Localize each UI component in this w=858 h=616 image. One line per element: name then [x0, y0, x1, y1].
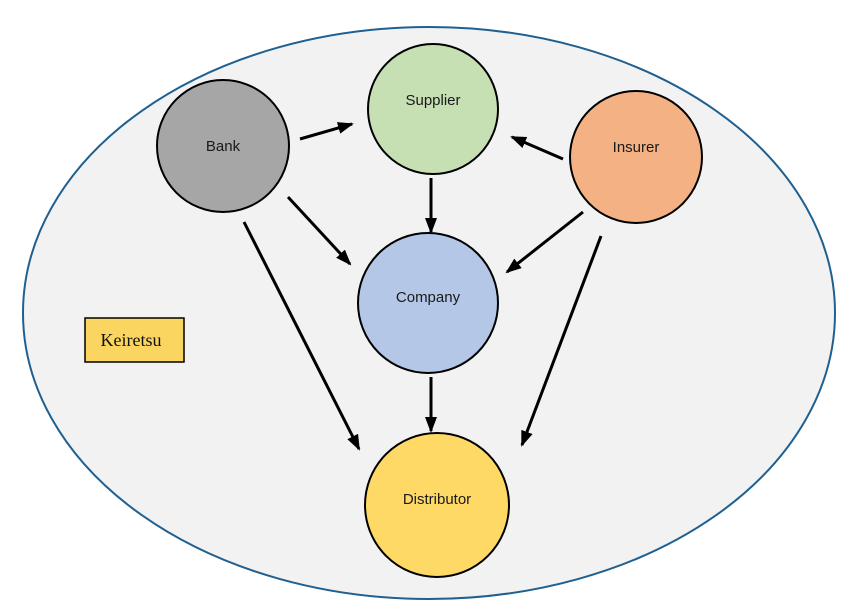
edge-insurer-to-company	[505, 210, 584, 274]
bank-circle	[156, 79, 290, 213]
node-bank: Bank	[156, 79, 290, 213]
supplier-circle	[367, 43, 499, 175]
bank-label: Bank	[206, 138, 241, 155]
company-circle	[357, 232, 499, 374]
edge-bank-to-supplier	[299, 122, 354, 141]
distributor-circle	[364, 432, 510, 578]
node-supplier: Supplier	[367, 43, 499, 175]
insurer-label: Insurer	[613, 139, 660, 156]
insurer-circle	[569, 90, 703, 224]
distributor-label: Distributor	[403, 491, 471, 508]
edge-layer	[242, 122, 603, 451]
node-company: Company	[357, 232, 499, 374]
edge-bank-to-distributor	[242, 221, 361, 451]
edge-bank-to-company	[286, 195, 352, 266]
edge-insurer-to-supplier	[510, 135, 564, 161]
node-insurer: Insurer	[569, 90, 703, 224]
supplier-label: Supplier	[405, 92, 460, 109]
keiretsu-rect	[84, 317, 185, 363]
keiretsu-label: Keiretsu	[101, 330, 162, 350]
keiretsu-legend-box: Keiretsu	[84, 317, 185, 363]
company-label: Company	[396, 289, 461, 306]
edge-insurer-to-distributor	[520, 235, 603, 447]
node-distributor: Distributor	[364, 432, 510, 578]
